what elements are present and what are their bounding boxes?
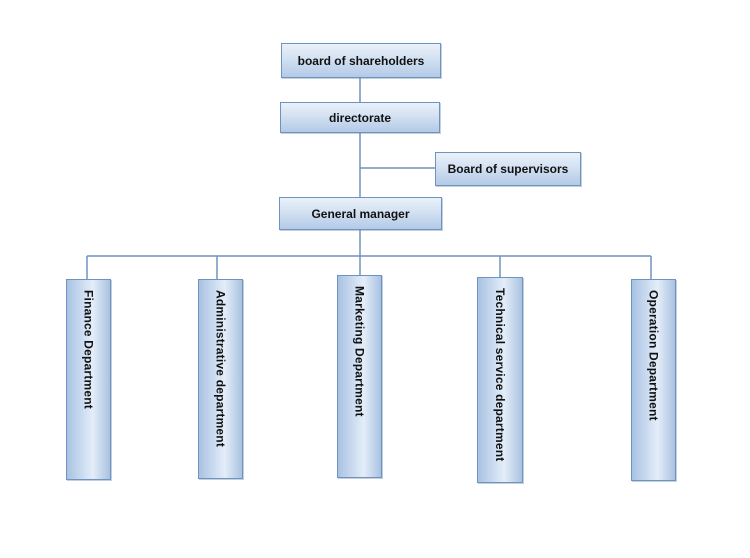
board-of-shareholders-label: board of shareholders	[297, 53, 425, 68]
board-of-supervisors-label: Board of supervisors	[447, 162, 569, 176]
technical-service-department-label: Technical service department	[493, 288, 507, 462]
marketing-department-box: Marketing Department	[337, 275, 382, 478]
board-of-shareholders-box: board of shareholders	[281, 43, 441, 78]
directorate-label: directorate	[328, 110, 392, 125]
administrative-department-box: Administrative department	[198, 279, 243, 479]
directorate-box: directorate	[280, 102, 440, 133]
finance-department-box: Finance Department	[66, 279, 111, 480]
board-of-supervisors-box: Board of supervisors	[435, 152, 581, 186]
marketing-department-label: Marketing Department	[352, 286, 367, 417]
operation-department-box: Operation Department	[631, 279, 676, 481]
technical-service-department-box: Technical service department	[477, 277, 523, 483]
administrative-department-label: Administrative department	[213, 290, 228, 448]
general-manager-box: General manager	[279, 197, 442, 230]
operation-department-label: Operation Department	[646, 290, 661, 421]
finance-department-label: Finance Department	[81, 290, 96, 409]
general-manager-label: General manager	[311, 206, 410, 221]
